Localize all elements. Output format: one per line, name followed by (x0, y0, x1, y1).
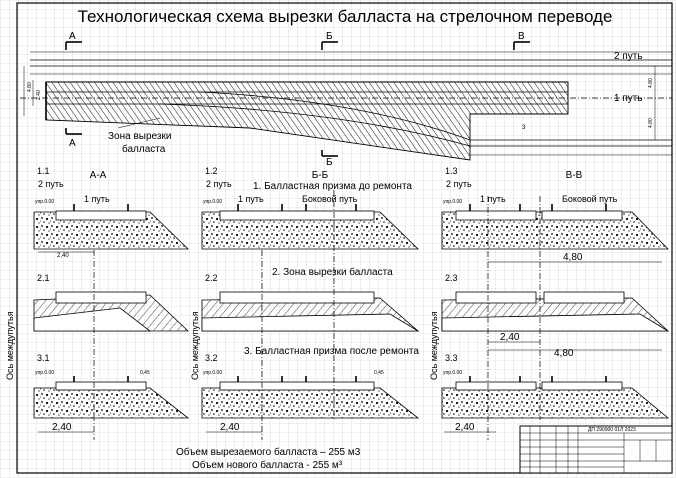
row2-dim-480: 4,80 (554, 348, 574, 359)
label-3-2: 3.2 (205, 353, 218, 363)
section-mark-a-top: А (69, 31, 76, 42)
axis-label-col2: Ось междупутья (190, 311, 200, 380)
row-3-after-repair: 3. Балластная призма после ремонта 3.1 у… (33, 346, 670, 433)
volume-cut: Объем вырезаемого балласта – 255 м3 (176, 446, 361, 458)
col2-track-2: 2 путь (206, 179, 232, 189)
label-1-3: 1.3 (445, 166, 458, 176)
section-header-vv: В-В (566, 170, 583, 181)
row3-col1-dim-240: 2,40 (52, 422, 72, 433)
cut-zone-hatch (45, 81, 569, 161)
cut-zone-label-1: Зона вырезки (108, 131, 171, 142)
label-3-3: 3.3 (445, 353, 458, 363)
plan-dim-right-1: 4.80 (648, 78, 654, 88)
col3-track-2: 2 путь (446, 179, 472, 189)
row3-col3-ballast (441, 387, 670, 419)
row3-col3-dim-240: 2,40 (455, 422, 475, 433)
row3-col1-dim-045: 0,45 (140, 370, 150, 376)
drawing-title: Технологическая схема вырезки балласта н… (78, 7, 613, 26)
col2-level: упр.0.00 (203, 199, 222, 205)
plan-dim-right-2: 4.80 (648, 118, 654, 128)
axis-label-col3: Ось междупутья (429, 311, 439, 380)
row3-col2-dim-240: 2,40 (220, 422, 240, 433)
plan-view: А Б В А Б 2 путь 1 путь Зона вырезки бал… (20, 31, 672, 168)
section-mark-b-top: Б (326, 31, 333, 42)
col1-track-2: 2 путь (38, 179, 64, 189)
row3-col2-level: упр.0.00 (203, 370, 222, 376)
section-mark-b-bottom: Б (326, 157, 333, 168)
col1-level: упр.0.00 (35, 199, 54, 205)
axis-label-col1: Ось междупутья (5, 311, 15, 380)
label-1-2: 1.2 (205, 166, 218, 176)
row3-col1-level: упр.0.00 (35, 370, 54, 376)
stamp-code: ДП 290900 01Л 2023 (588, 427, 636, 433)
title-block: ДП 290900 01Л 2023 (519, 425, 673, 474)
section-header-bb: Б-Б (312, 170, 329, 181)
row3-col2-dim-045: 0,45 (374, 370, 384, 376)
label-3-1: 3.1 (37, 353, 50, 363)
row3-col2-ballast (201, 387, 420, 419)
label-2-1: 2.1 (37, 273, 50, 283)
plan-dim-left-2: 2.40 (36, 90, 42, 100)
col2-side-track: Боковой путь (302, 194, 358, 204)
row3-col3-level: упр.0.00 (443, 370, 462, 376)
plan-track-1: 1 путь (614, 93, 643, 104)
plan-dim-left-1: 4.80 (27, 82, 33, 92)
section-mark-v-top: В (518, 31, 525, 42)
volume-new: Объем нового балласта - 255 м³ (192, 459, 343, 471)
col1-track-1: 1 путь (84, 194, 110, 204)
row2-dim-240: 2,40 (500, 332, 520, 343)
label-2-3: 2.3 (445, 273, 458, 283)
section-mark-a-bottom: А (69, 138, 76, 149)
plan-track-2: 2 путь (614, 51, 643, 62)
col3-dim-480: 4,80 (563, 252, 583, 263)
col3-side-track: Боковой путь (562, 194, 618, 204)
col3-level: упр.0.00 (443, 199, 462, 205)
col2-track-1: 1 путь (238, 194, 264, 204)
label-2-2: 2.2 (205, 273, 218, 283)
col1-dim-240: 2,40 (57, 253, 69, 259)
section-header-aa: А-А (90, 170, 107, 181)
row1-title: 1. Балластная призма до ремонта (253, 181, 412, 192)
outer-frame (16, 2, 673, 474)
label-1-1: 1.1 (37, 166, 50, 176)
plan-small-mark: 3 (522, 125, 526, 131)
col3-track-1: 1 путь (480, 194, 506, 204)
row-1-before-repair: 1. Балластная призма до ремонта 1.1 2 пу… (33, 166, 669, 263)
row-2-cut-zone: 2. Зона вырезки балласта 2.1 2.2 2.3 2,4… (33, 266, 670, 359)
cut-zone-label-2: балласта (122, 143, 166, 155)
row3-title: 3. Балластная призма после ремонта (244, 346, 419, 357)
row2-title: 2. Зона вырезки балласта (272, 266, 393, 278)
